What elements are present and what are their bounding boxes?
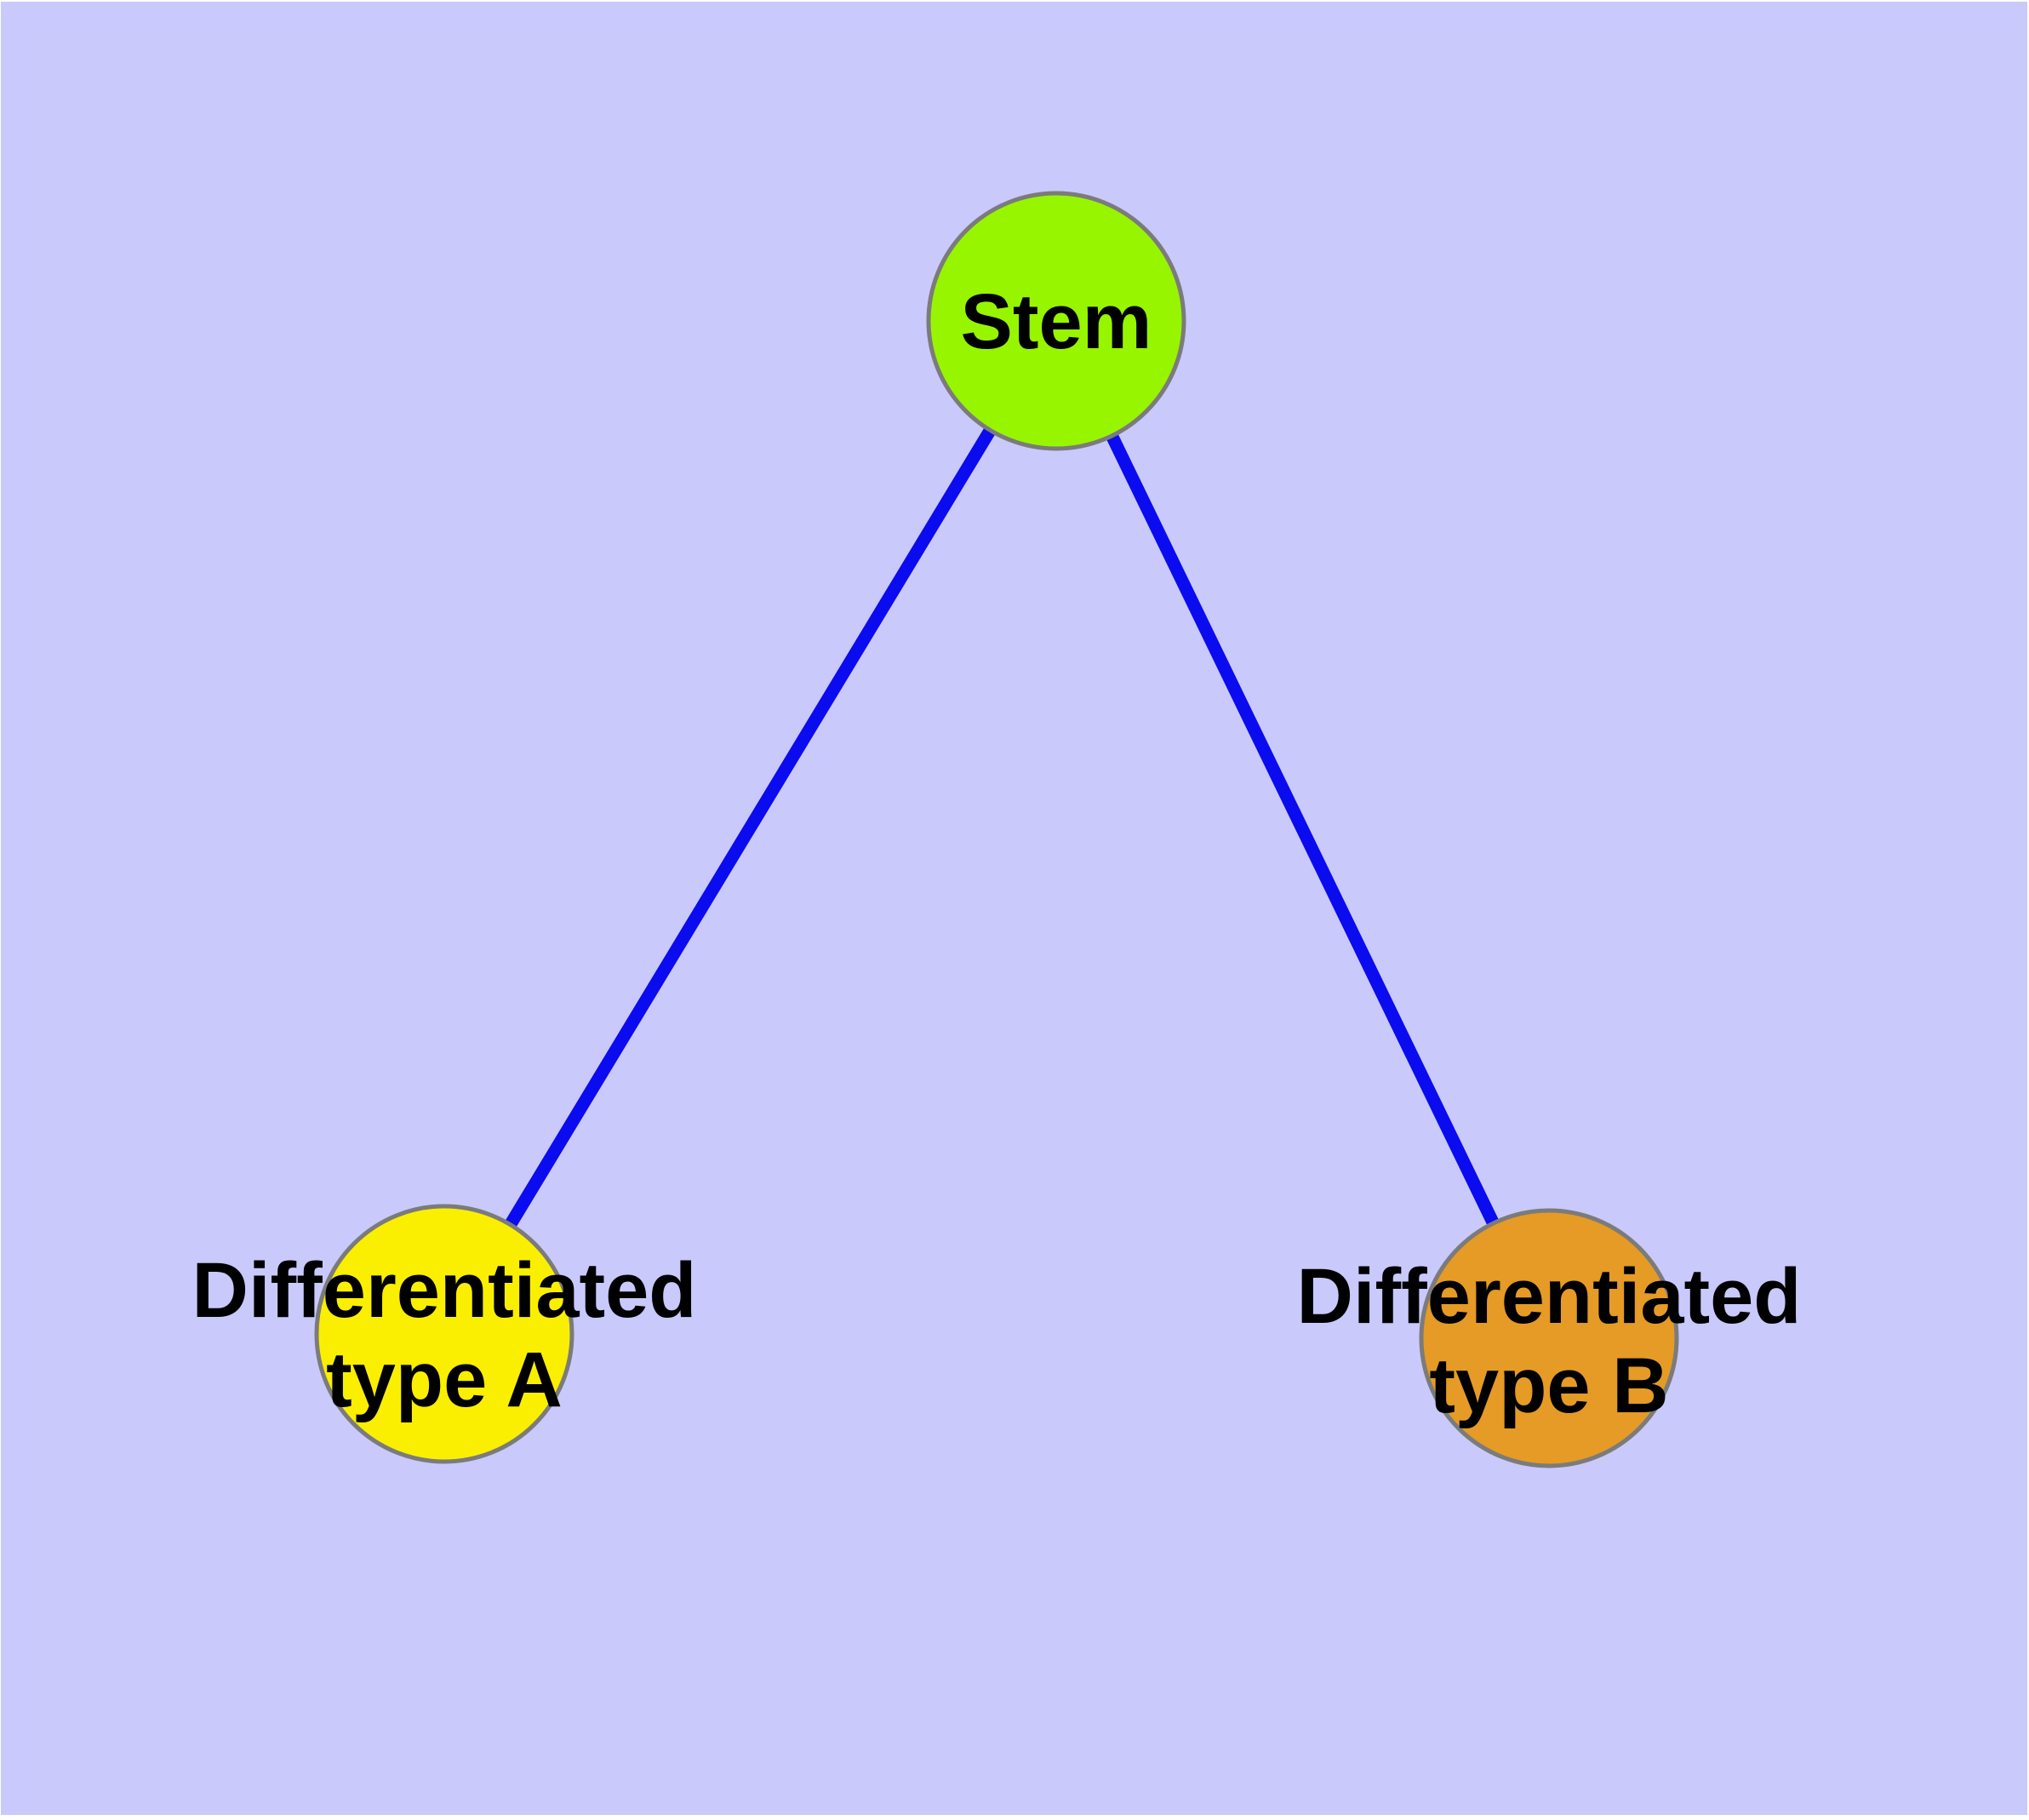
node-type-a-label-line1: Differentiated — [191, 1247, 697, 1334]
node-type-b-label: Differentiated type B — [1166, 1252, 1932, 1431]
node-type-a-label: Differentiated type A — [61, 1246, 827, 1425]
node-type-b-label-line1: Differentiated — [1296, 1253, 1802, 1340]
edge-stem-to-type-a — [438, 318, 1062, 1337]
node-type-b-label-line2: type B — [1429, 1342, 1669, 1429]
edge-stem-to-type-b — [1050, 318, 1555, 1342]
node-type-a-circle — [314, 1204, 574, 1464]
node-type-b-circle — [1419, 1208, 1679, 1468]
node-stem-label: Stem — [960, 278, 1152, 365]
node-type-a-label-line2: type A — [326, 1336, 563, 1423]
node-stem-circle — [926, 191, 1186, 451]
